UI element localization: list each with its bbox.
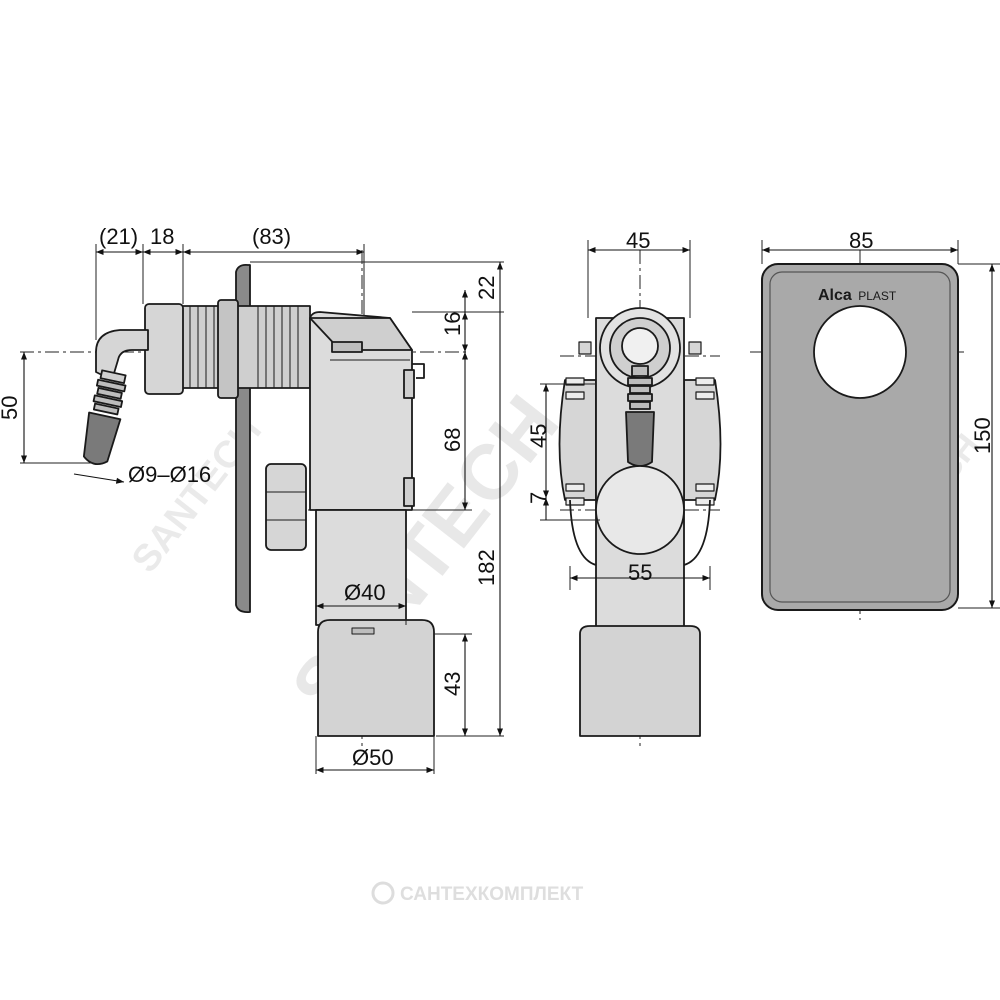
side-view bbox=[82, 263, 435, 737]
dim-front-gap: 7 bbox=[526, 492, 551, 504]
side-outlet-nut bbox=[265, 463, 307, 551]
cover-plate-opening bbox=[813, 305, 907, 399]
dimension-labels: (21) 18 (83) 22 16 50 Ø9–Ø16 68 182 Ø40 … bbox=[0, 224, 995, 770]
outlet-pipe bbox=[317, 619, 435, 737]
dim-side-hose-height: 50 bbox=[0, 396, 22, 420]
thread-lines bbox=[189, 306, 299, 388]
dim-side-inlet-offset: 16 bbox=[440, 312, 465, 336]
inlet-nut bbox=[144, 303, 184, 395]
extension-lines bbox=[20, 240, 1000, 774]
dim-side-total-height: 182 bbox=[474, 549, 499, 586]
dim-side-hose-diameter: Ø9–Ø16 bbox=[128, 462, 211, 487]
siphon-clip-top bbox=[403, 369, 415, 399]
dim-cover-height: 150 bbox=[970, 417, 995, 454]
dim-front-bracket-width: 55 bbox=[628, 560, 652, 585]
cover-plate-inner bbox=[769, 271, 951, 603]
front-view bbox=[558, 307, 722, 737]
hose-connector bbox=[82, 369, 127, 466]
dim-front-hose-height: 45 bbox=[526, 424, 551, 448]
dim-side-top-margin: 22 bbox=[474, 276, 499, 300]
front-outlet-circle bbox=[595, 465, 685, 555]
dim-side-outlet-inner-diameter: Ø40 bbox=[344, 580, 386, 605]
cover-plate: Alca PLAST bbox=[761, 263, 959, 611]
watermark-footer-text: САНТЕХКОМПЛЕКТ bbox=[400, 884, 584, 905]
dim-side-depth: (83) bbox=[252, 224, 291, 249]
dim-front-width: 45 bbox=[626, 228, 650, 253]
siphon-slot bbox=[331, 341, 363, 353]
siphon-clip-bottom bbox=[403, 477, 415, 507]
dimension-lines bbox=[20, 246, 996, 774]
dim-side-hose-offset: (21) bbox=[99, 224, 138, 249]
wall-nut bbox=[217, 299, 239, 399]
dim-side-nut: 18 bbox=[150, 224, 174, 249]
dim-side-drop: 68 bbox=[440, 428, 465, 452]
brand-logo: Alca PLAST bbox=[818, 287, 897, 304]
dim-side-outlet-diameter: Ø50 bbox=[352, 745, 394, 770]
front-hose bbox=[625, 365, 655, 467]
dim-side-outlet-height: 43 bbox=[440, 672, 465, 696]
watermark-footer: САНТЕХКОМПЛЕКТ bbox=[371, 881, 584, 905]
watermark-logo-icon bbox=[371, 881, 395, 905]
front-outlet-pipe bbox=[579, 625, 701, 737]
siphon-body bbox=[309, 311, 413, 511]
brand-suffix: PLAST bbox=[858, 289, 897, 303]
brand-name: Alca bbox=[818, 287, 852, 304]
dim-cover-width: 85 bbox=[849, 228, 873, 253]
bracket-tabs bbox=[565, 377, 715, 506]
cover-plate-outer bbox=[761, 263, 959, 611]
lower-pipe bbox=[315, 509, 407, 626]
